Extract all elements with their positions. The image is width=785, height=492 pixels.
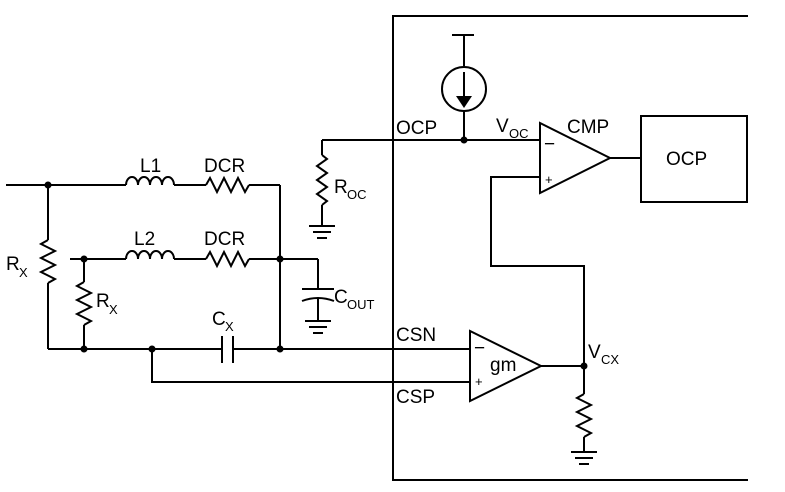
label-cx: C <box>212 309 226 330</box>
csp-net <box>151 349 470 383</box>
label-cx-sub: X <box>225 319 234 334</box>
label-l2: L2 <box>134 229 155 250</box>
label-rx-inner: R <box>96 291 110 312</box>
label-gm-minus: − <box>474 338 485 359</box>
label-rx-left-sub: X <box>19 265 28 280</box>
comparator-cmp <box>539 121 641 195</box>
ocp-block <box>640 115 748 203</box>
roc-ground <box>309 225 335 239</box>
l1-branch <box>6 175 280 195</box>
csn-net <box>48 336 470 363</box>
label-l1: L1 <box>140 156 161 177</box>
label-ocp-pin: OCP <box>396 118 437 139</box>
rx-inner-resistor <box>74 259 94 349</box>
label-rx-inner-sub: X <box>109 302 118 317</box>
vcx-feedback-wire <box>490 176 585 394</box>
label-roc-sub: OC <box>347 187 367 202</box>
label-csp: CSP <box>396 387 435 408</box>
gm-amplifier <box>469 329 588 403</box>
label-vcx: V <box>588 342 601 363</box>
cout-capacitor <box>301 259 335 334</box>
rx-left-resistor <box>38 185 58 349</box>
ocp-net <box>315 136 540 225</box>
label-cmp: CMP <box>567 117 609 138</box>
label-ocp-block: OCP <box>666 149 707 170</box>
label-cout: C <box>334 287 348 308</box>
label-roc: R <box>334 177 348 198</box>
label-gm-plus: + <box>475 374 483 389</box>
current-source <box>441 34 487 140</box>
label-gm: gm <box>490 355 516 376</box>
vcx-resistor <box>571 393 597 465</box>
label-cmp-plus: + <box>545 172 553 187</box>
label-voc: V <box>496 116 509 137</box>
label-cmp-minus: − <box>544 134 555 155</box>
ic-boundary <box>392 15 748 481</box>
label-vcx-sub: CX <box>601 352 619 367</box>
label-voc-sub: OC <box>509 126 529 141</box>
label-dcr1: DCR <box>204 156 245 177</box>
label-rx-left: R <box>6 254 20 275</box>
label-dcr2: DCR <box>204 229 245 250</box>
label-csn: CSN <box>396 325 436 346</box>
l2-branch <box>70 249 318 269</box>
label-cout-sub: OUT <box>347 297 375 312</box>
